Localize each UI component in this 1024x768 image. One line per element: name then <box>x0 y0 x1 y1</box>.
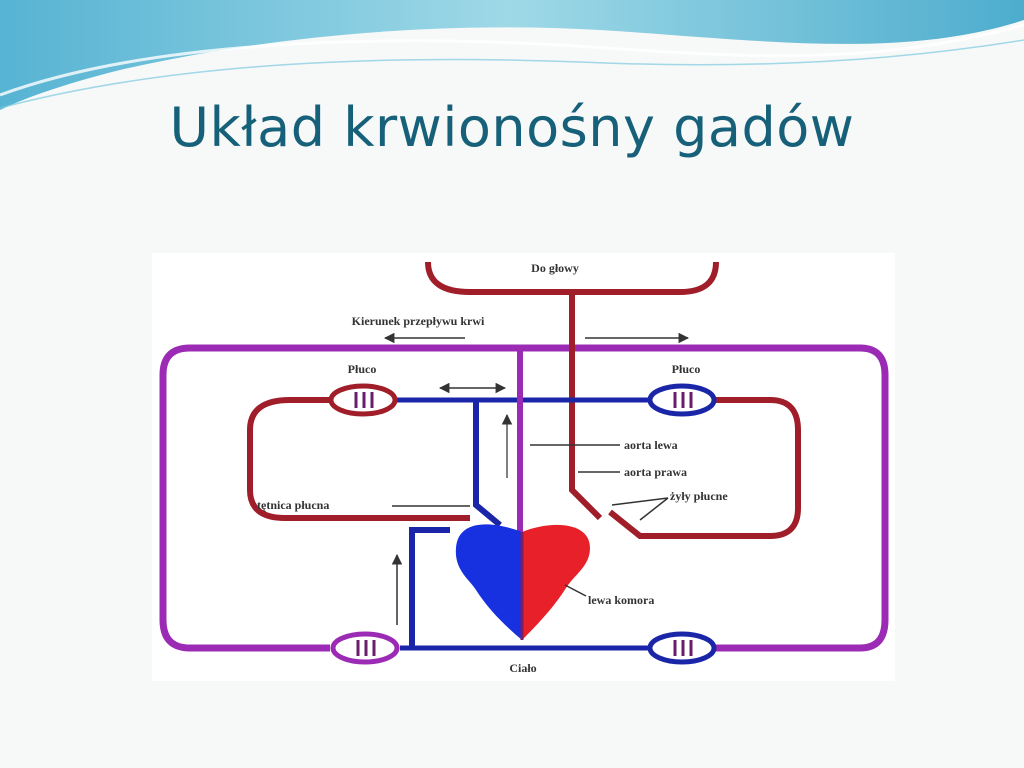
label-aorta-left: aorta lewa <box>624 438 678 452</box>
label-body: Ciało <box>509 661 536 675</box>
leader-pulmonary-veins-a <box>639 497 669 521</box>
header-wave <box>0 0 1024 110</box>
heart-right-side <box>522 524 590 640</box>
heart-left-side <box>455 524 522 640</box>
lung-right-capillary <box>647 383 717 417</box>
label-pulmonary-artery: tętnica płucna <box>257 498 329 512</box>
pulmonary-left-loop <box>247 397 470 521</box>
header-wave-line <box>0 39 1024 109</box>
label-head: Do głowy <box>531 261 579 275</box>
pulmonary-right-loop <box>608 397 801 539</box>
label-lung-right: Płuco <box>672 362 701 376</box>
slide-title: Układ krwionośny gadów <box>169 96 855 159</box>
body-right-capillary <box>647 631 717 665</box>
lung-left-capillary <box>328 383 398 417</box>
body-left-capillary <box>330 631 400 665</box>
label-left-ventricle: lewa komora <box>588 593 654 607</box>
systemic-loop-vessel <box>159 344 889 652</box>
leader-left-ventricle <box>564 584 587 597</box>
label-pulmonary-veins: żyły płucne <box>670 489 728 503</box>
header-wave-highlight <box>0 23 1024 97</box>
head-vessel <box>425 261 719 295</box>
label-lung-left: Płuco <box>348 362 377 376</box>
label-aorta-right: aorta prawa <box>624 465 687 479</box>
pulmonary-artery-trunk <box>473 400 502 528</box>
vena-cava-ascending <box>409 527 450 648</box>
label-flow-direction: Kierunek przepływu krwi <box>352 314 485 328</box>
aorta-right-vessel <box>569 292 603 521</box>
leader-pulmonary-veins-b <box>611 497 669 506</box>
